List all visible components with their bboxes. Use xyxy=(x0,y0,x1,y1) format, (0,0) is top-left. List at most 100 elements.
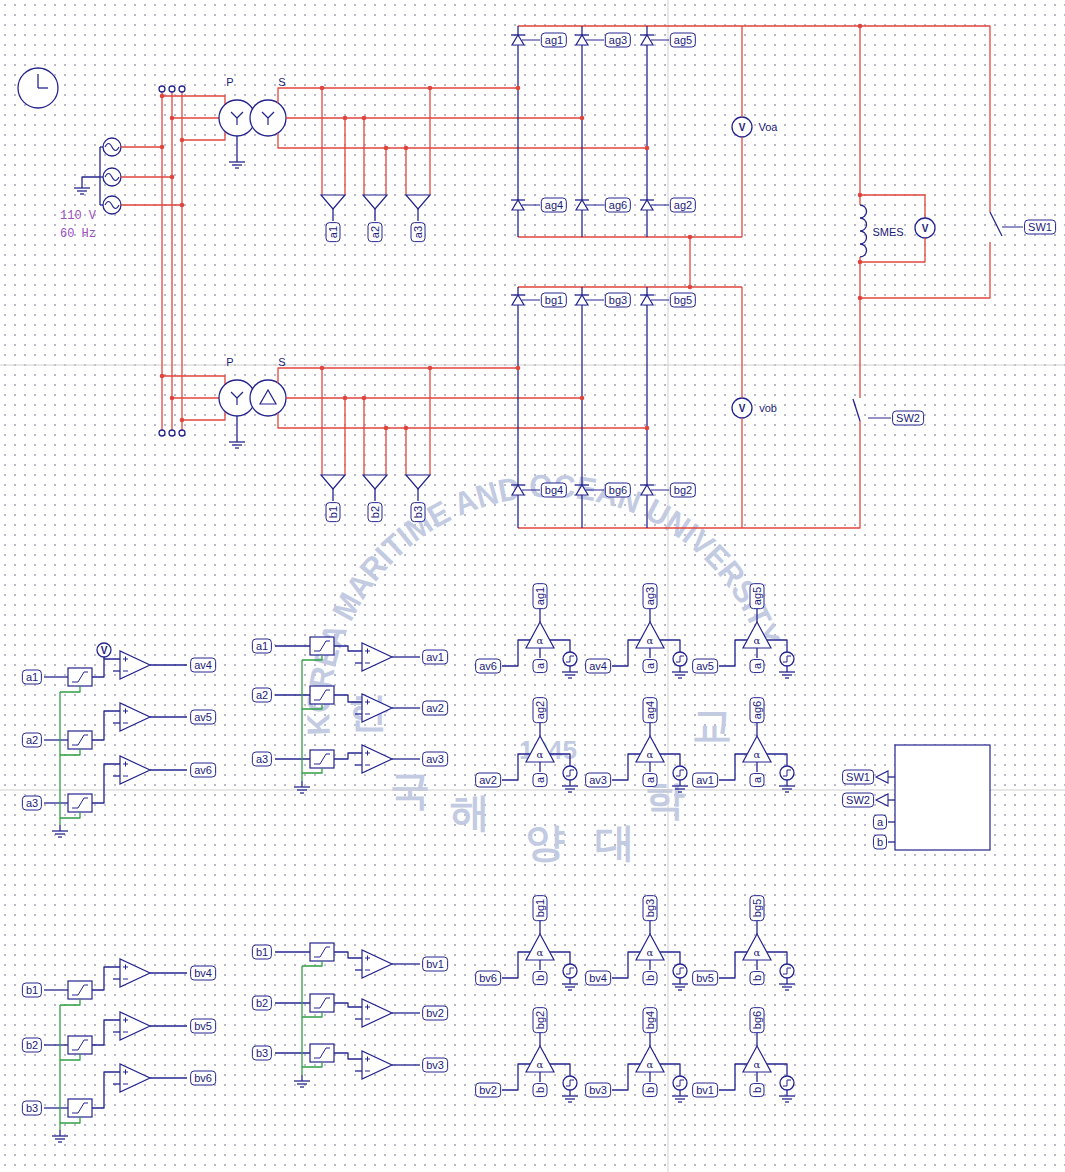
signal-tag: av6 xyxy=(475,659,501,674)
wire xyxy=(581,287,582,295)
ground-symbol xyxy=(229,161,245,162)
signal-tag: bg3 xyxy=(643,895,658,921)
ground-symbol xyxy=(679,666,680,672)
ac-source xyxy=(105,174,119,181)
wire xyxy=(92,711,120,740)
step-mark xyxy=(783,968,791,974)
junction-dot xyxy=(320,366,325,371)
delta-mark xyxy=(260,390,276,404)
ground-symbol xyxy=(678,791,682,792)
wire xyxy=(741,26,742,117)
signal-tag: ag3 xyxy=(605,33,631,48)
filter-mark xyxy=(72,985,88,995)
wire xyxy=(660,952,680,964)
filter-block xyxy=(68,668,92,686)
alpha-controller xyxy=(526,622,554,648)
wire xyxy=(689,237,690,287)
wye-mark xyxy=(237,112,243,118)
ground-symbol xyxy=(779,671,795,672)
thyristor-symbol xyxy=(511,484,525,485)
signal-tag: av4 xyxy=(190,658,216,673)
signal-tag: b xyxy=(750,1083,765,1097)
signal-tag: a3 xyxy=(411,222,426,242)
gate-lead xyxy=(586,205,604,206)
junction-dot xyxy=(580,116,585,121)
watermark-text: 해 xyxy=(450,790,490,834)
wire xyxy=(539,921,540,934)
signal-tag: a xyxy=(750,659,765,673)
wire xyxy=(121,176,172,177)
junction-dot xyxy=(160,145,165,150)
signal-tag: a1 xyxy=(22,670,42,685)
wire xyxy=(392,1012,420,1013)
junction-dot xyxy=(645,146,650,151)
part-label: S xyxy=(278,76,285,89)
filter-mark xyxy=(314,998,330,1008)
wire xyxy=(660,1064,680,1076)
ground-symbol xyxy=(779,785,795,786)
wire xyxy=(302,704,322,709)
comparator-symbol xyxy=(362,950,392,978)
wire xyxy=(612,754,640,780)
signal-tag: bg6 xyxy=(750,1007,765,1033)
alpha-symbol: α xyxy=(647,1059,654,1070)
ac-source xyxy=(105,144,119,151)
wire xyxy=(417,209,418,221)
junction-dot xyxy=(180,418,185,423)
alpha-symbol: α xyxy=(754,749,761,760)
plus-mark xyxy=(367,1057,368,1062)
wire xyxy=(660,640,680,652)
signal-tag: b xyxy=(873,835,887,850)
filter-block xyxy=(310,637,334,655)
watermark-text: 교 xyxy=(692,703,732,747)
ground-symbol xyxy=(569,978,570,984)
wire xyxy=(539,648,540,658)
signal-tag: bv2 xyxy=(475,1083,501,1098)
thyristor-symbol xyxy=(575,34,589,35)
wire xyxy=(60,999,80,1005)
wire xyxy=(236,136,237,156)
voltage-sensor xyxy=(363,475,387,489)
junction-dot xyxy=(160,374,165,379)
signal-tag: av3 xyxy=(585,773,611,788)
signal-tag: a xyxy=(643,773,658,787)
ground-symbol xyxy=(679,780,680,786)
ground-symbol xyxy=(297,789,307,790)
wire xyxy=(44,1044,68,1045)
filter-mark xyxy=(314,641,330,651)
wire xyxy=(92,1020,120,1045)
step-source xyxy=(780,652,794,666)
signal-tag: bv5 xyxy=(692,971,718,986)
minus-mark xyxy=(365,970,370,971)
watermark-text: KOREA MARITIME AND OCEAN UNIVERSITY xyxy=(300,468,787,736)
watermark-text: 양 xyxy=(525,820,565,864)
voltage-sensor xyxy=(406,195,430,209)
ground-symbol xyxy=(782,788,792,789)
wire xyxy=(756,960,757,970)
gate-lead xyxy=(651,490,669,491)
signal-tag: av2 xyxy=(422,701,448,716)
ground-symbol xyxy=(235,447,239,448)
signal-tag: bv1 xyxy=(422,957,448,972)
ac-source xyxy=(103,196,121,214)
ground-symbol xyxy=(58,836,62,837)
wire xyxy=(517,305,518,485)
comparator-symbol xyxy=(120,703,150,731)
step-source xyxy=(673,1076,687,1090)
alpha-controller xyxy=(743,622,771,648)
ground-symbol xyxy=(565,788,575,789)
wire xyxy=(888,841,895,842)
wire xyxy=(150,1077,187,1078)
wire xyxy=(719,640,747,666)
bus-terminal xyxy=(169,430,175,436)
plus-mark xyxy=(125,965,126,970)
wire xyxy=(550,1064,570,1076)
wire xyxy=(719,1064,747,1090)
thyristor-symbol xyxy=(511,199,525,200)
junction-dot xyxy=(362,116,367,121)
junction-dot xyxy=(404,426,409,431)
ground-symbol xyxy=(675,986,685,987)
signal-tag: ag2 xyxy=(670,198,696,213)
thyristor-symbol xyxy=(511,34,525,35)
